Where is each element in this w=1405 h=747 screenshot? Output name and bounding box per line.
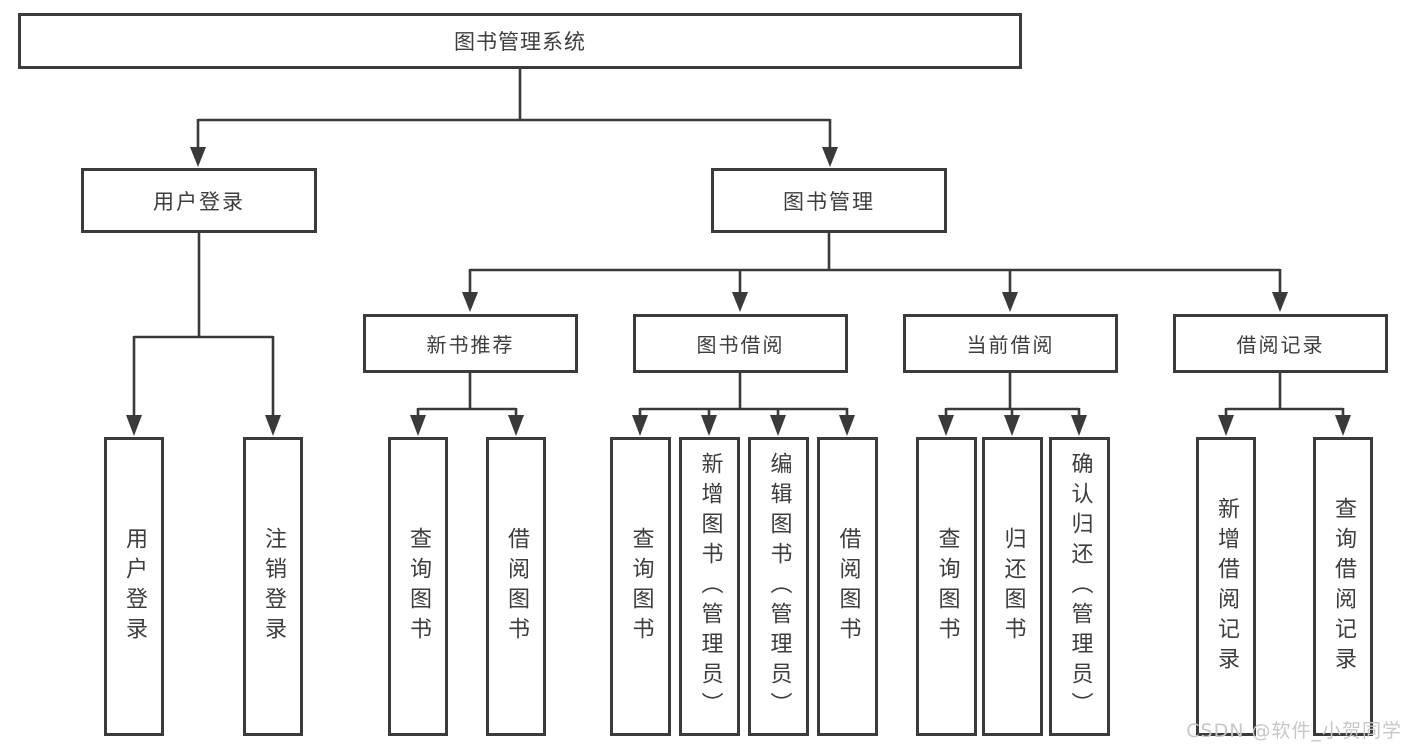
- node-current-borrow: 当前借阅: [903, 314, 1118, 373]
- node-new-book-recommend: 新书推荐: [363, 314, 578, 373]
- leaf-return-book: 归还图书: [982, 437, 1043, 736]
- leaf-edit-book-admin: 编辑图书（管理员）: [748, 437, 809, 736]
- leaf-logout: 注销登录: [243, 437, 303, 736]
- leaf-add-borrow-record: 新增借阅记录: [1196, 437, 1256, 736]
- watermark: CSDN @软件_小贺同学: [1186, 720, 1402, 742]
- leaf-query-borrow-record: 查询借阅记录: [1313, 437, 1373, 736]
- node-borrow-records: 借阅记录: [1173, 314, 1388, 373]
- leaf-query-books-recommend: 查询图书: [388, 437, 448, 736]
- leaf-borrow-books-recommend: 借阅图书: [486, 437, 546, 736]
- leaf-query-books-current: 查询图书: [916, 437, 977, 736]
- node-book-borrow: 图书借阅: [633, 314, 848, 373]
- leaf-user-login: 用户登录: [104, 437, 164, 736]
- node-user-login: 用户登录: [81, 168, 317, 233]
- node-book-management: 图书管理: [711, 168, 947, 233]
- leaf-add-book-admin: 新增图书（管理员）: [679, 437, 740, 736]
- node-root: 图书管理系统: [18, 13, 1022, 69]
- leaf-confirm-return-admin: 确认归还（管理员）: [1049, 437, 1110, 736]
- leaf-borrow-books: 借阅图书: [817, 437, 878, 736]
- leaf-query-books-borrow: 查询图书: [610, 437, 671, 736]
